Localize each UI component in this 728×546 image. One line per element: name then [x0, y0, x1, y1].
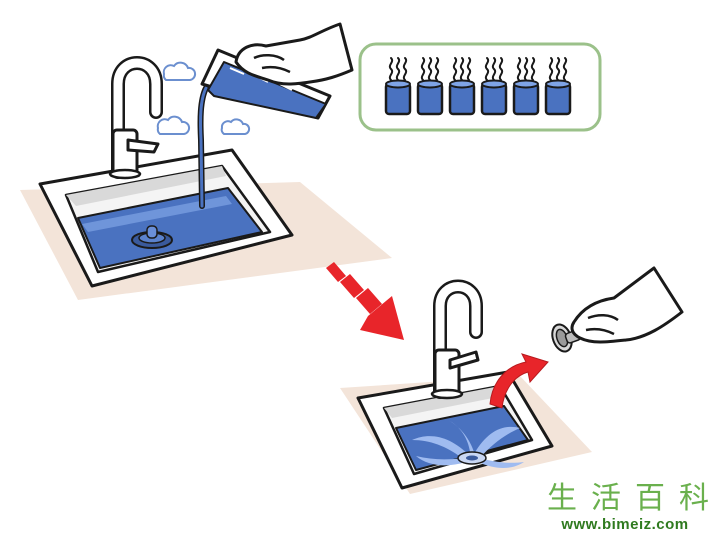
steam-line: [555, 57, 561, 81]
faucet-icon: [108, 56, 163, 180]
hot-cup-row: [384, 57, 572, 116]
steam-line: [491, 57, 497, 81]
hot-cup-icon: [384, 57, 412, 116]
steam-line: [498, 57, 504, 81]
steam-line: [523, 57, 529, 81]
steam-line: [388, 57, 394, 81]
cup-rim: [385, 79, 411, 89]
steam-line: [466, 57, 472, 81]
top-scene: [20, 22, 392, 300]
steam-line: [530, 57, 536, 81]
curved-arrow-icon: [489, 353, 549, 409]
hand-icon: [234, 22, 354, 86]
faucet-icon-2: [430, 279, 483, 400]
cup-rim: [449, 79, 475, 89]
steam-line: [459, 57, 465, 81]
steam-line: [427, 57, 433, 81]
hot-cup-icon: [448, 57, 476, 116]
hot-cup-icon: [544, 57, 572, 116]
steam-line: [402, 57, 408, 81]
steam-line: [434, 57, 440, 81]
steam-line: [452, 57, 458, 81]
sink-inner-wall-2: [384, 386, 503, 418]
cup-rim: [513, 79, 539, 89]
arrow-right-icon: [326, 262, 404, 340]
watermark: 生活百科 www.bimeiz.com: [522, 482, 728, 546]
drain-icon: [412, 420, 524, 468]
bottom-scene: [340, 266, 684, 494]
watermark-title: 生活百科: [547, 482, 723, 516]
sink-water: [77, 187, 263, 269]
steam-line: [484, 57, 490, 81]
watermark-url: www.bimeiz.com: [561, 516, 689, 533]
steam-line: [548, 57, 554, 81]
measuring-jug-icon: [200, 48, 332, 120]
water-stream-fill: [199, 86, 208, 208]
sink-inner-wall: [66, 166, 226, 206]
steam-cloud-icon: [156, 61, 251, 135]
hot-water-thumbnail: [358, 42, 602, 132]
hot-cup-icon: [512, 57, 540, 116]
cup-rim: [545, 79, 571, 89]
hand-icon-2: [570, 266, 684, 344]
cup-rim: [481, 79, 507, 89]
sink-water-2: [395, 405, 529, 471]
cup-rim: [417, 79, 443, 89]
hot-cup-icon: [416, 57, 444, 116]
steam-line: [562, 57, 568, 81]
water-highlight: [82, 196, 232, 232]
drain-stopper-icon: [131, 225, 173, 249]
steam-line: [395, 57, 401, 81]
hot-cup-icon: [480, 57, 508, 116]
steam-line: [516, 57, 522, 81]
steam-line: [420, 57, 426, 81]
